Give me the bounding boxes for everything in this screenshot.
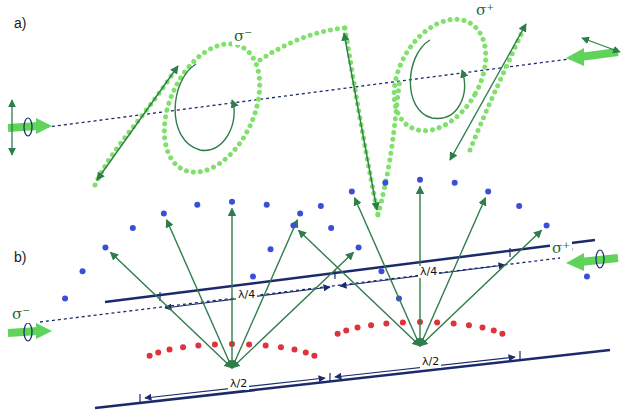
field-vector — [298, 230, 420, 346]
field-dot — [479, 325, 485, 331]
field-dot — [297, 211, 303, 217]
dimension-label: λ/4 — [418, 266, 439, 278]
field-dot — [349, 189, 355, 195]
field-dot — [335, 331, 341, 337]
dimension-label: λ/2 — [228, 378, 249, 390]
field-dot — [250, 274, 256, 280]
field-dot — [318, 203, 324, 209]
field-dot — [291, 347, 297, 353]
field-dot — [343, 327, 349, 333]
field-dot — [102, 244, 108, 250]
field-vector — [231, 208, 232, 368]
field-dot — [383, 320, 389, 326]
field-dot — [311, 353, 317, 359]
field-dot — [584, 274, 590, 280]
field-dot — [264, 202, 270, 208]
field-vector — [232, 252, 354, 368]
field-vector — [420, 230, 542, 346]
field-dot — [516, 203, 522, 209]
field-dot — [491, 327, 497, 333]
field-dot — [303, 349, 309, 355]
field-dot — [155, 349, 161, 355]
field-dot — [452, 180, 458, 186]
field-dot — [194, 202, 200, 208]
field-dot — [80, 268, 86, 274]
field-dot — [263, 342, 269, 348]
field-dot — [130, 225, 136, 231]
field-dot — [451, 320, 457, 326]
field-dot — [246, 341, 252, 347]
field-dot — [499, 331, 505, 337]
field-dot — [485, 189, 491, 195]
field-dot — [356, 244, 362, 250]
field-dot — [400, 319, 406, 325]
field-dot — [355, 325, 361, 331]
field-vector — [167, 220, 232, 368]
field-dot — [195, 342, 201, 348]
dimension-label: λ/4 — [236, 289, 257, 301]
polarization-label: σ⁻ — [10, 306, 32, 323]
field-dot — [434, 319, 440, 325]
field-dot — [368, 322, 374, 328]
field-dot — [268, 246, 274, 252]
field-dot — [328, 225, 334, 231]
polarization-label: σ⁺ — [550, 240, 572, 257]
field-vector — [355, 198, 420, 346]
field-dot — [167, 347, 173, 353]
field-dot — [544, 222, 550, 228]
panel-label: a) — [12, 16, 28, 31]
field-dot — [180, 344, 186, 350]
field-dot — [62, 296, 68, 302]
field-dot — [278, 344, 284, 350]
field-dot — [229, 199, 235, 205]
field-dot — [290, 222, 296, 228]
field-dot — [466, 322, 472, 328]
polarization-label: σ⁺ — [474, 2, 496, 19]
polarization-label: σ⁻ — [232, 28, 254, 45]
field-dot — [417, 177, 423, 183]
field-dot — [382, 180, 388, 186]
field-dot — [212, 341, 218, 347]
field-dot — [161, 211, 167, 217]
panel-label: b) — [12, 250, 28, 265]
dimension-label: λ/2 — [420, 356, 441, 368]
field-dot — [147, 353, 153, 359]
field-vector — [232, 220, 297, 368]
field-vector — [110, 252, 232, 368]
field-dot — [378, 268, 384, 274]
